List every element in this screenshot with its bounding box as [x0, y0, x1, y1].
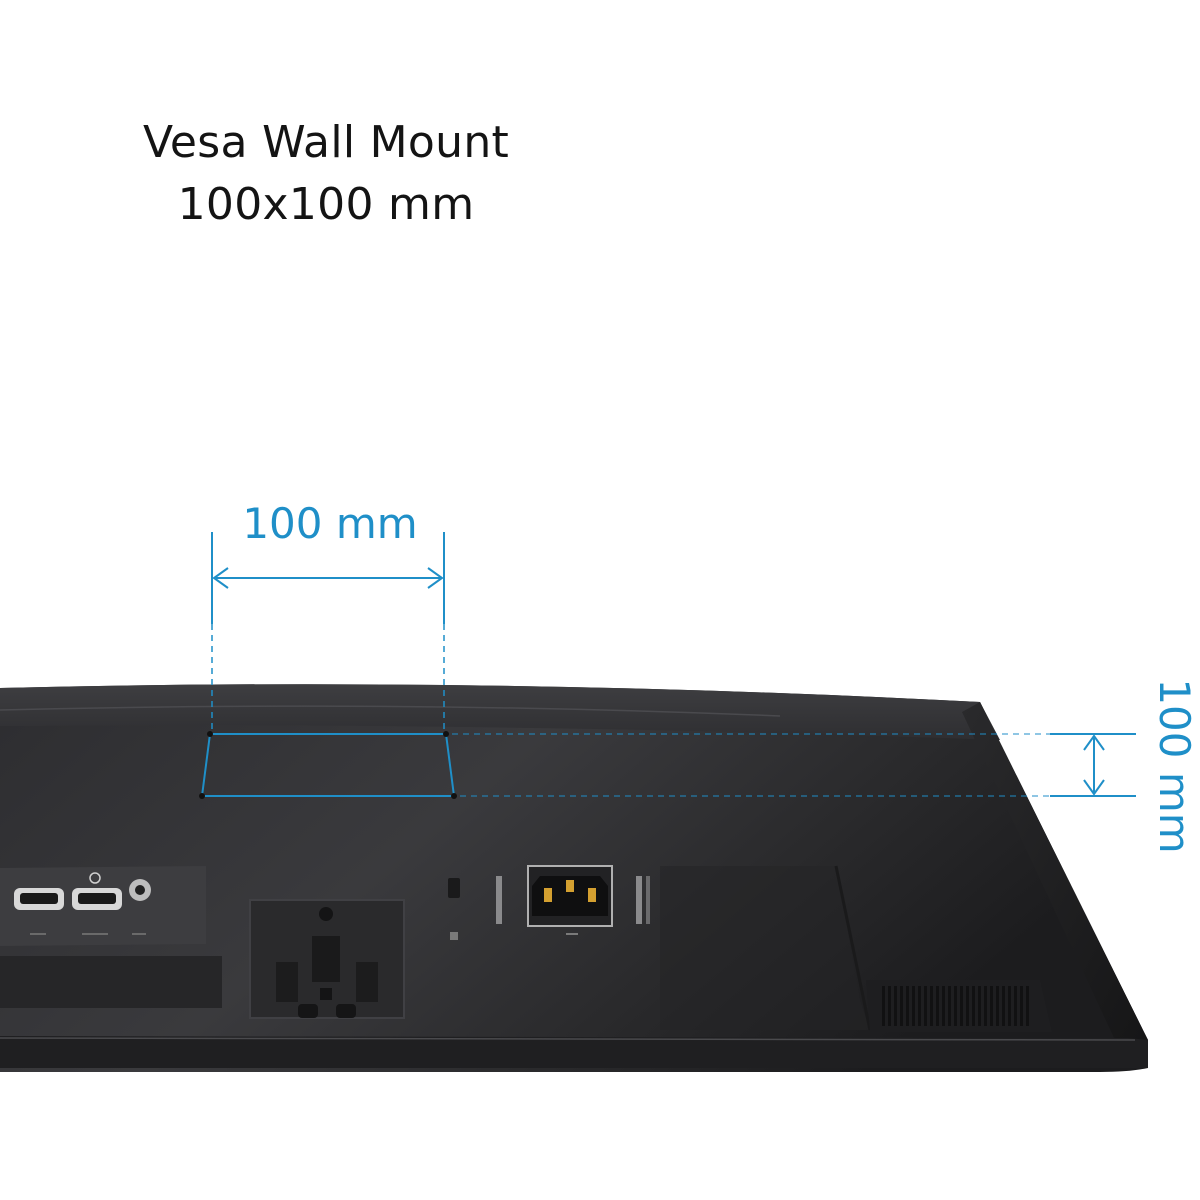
bezel-edge-line [0, 705, 781, 717]
horizontal-dimension-label: 100 mm [242, 499, 417, 548]
heading-line-1: Vesa Wall Mount [142, 117, 510, 168]
hdmi-port-icon [14, 888, 64, 910]
headphone-jack-icon [129, 879, 151, 901]
port-label-icon [89, 872, 101, 884]
hdmi-port-icon [72, 888, 122, 910]
vesa-mount-outline [199, 731, 457, 799]
vertical-dimension [452, 733, 1136, 797]
heading-line-2: 100x100 mm [177, 179, 475, 230]
kensington-lock-icon [448, 878, 460, 940]
monitor-bottom-edge [0, 1036, 1148, 1068]
io-panel-lower-recess [0, 956, 222, 1008]
heading: Vesa Wall Mount 100x100 mm [100, 112, 552, 236]
horizontal-dimension [211, 532, 445, 732]
power-socket-icon [496, 865, 650, 935]
vent-grille-icon [866, 980, 1052, 1032]
monitor-top-bezel [0, 684, 1000, 740]
rear-recess [660, 866, 870, 1030]
vertical-dimension-label: 100 mm [1150, 678, 1199, 853]
recess-edge [834, 865, 872, 1031]
stand-mount-bracket [249, 899, 405, 1019]
bottom-edge-highlight [0, 1037, 1136, 1041]
monitor-side-edge [962, 702, 1148, 1068]
